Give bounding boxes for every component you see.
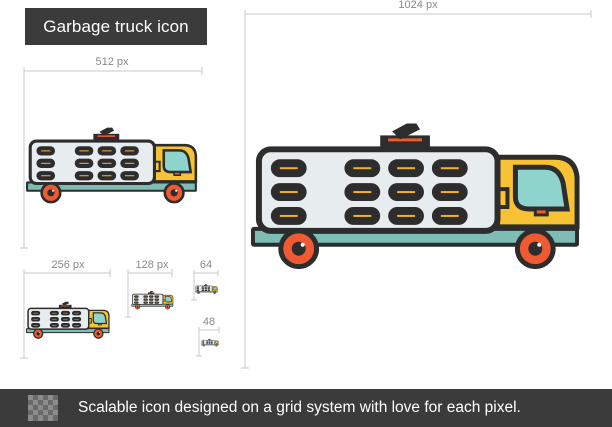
garbage-truck-icon-1024 [247,108,585,298]
garbage-truck-icon-128 [131,289,174,313]
size-label-1024: 1024 px [398,0,438,11]
page-title: Garbage truck icon [25,8,207,45]
footer-tagline: Scalable icon designed on a grid system … [78,399,521,416]
size-label-256: 256 px [51,259,85,271]
garbage-truck-icon-256 [25,297,111,347]
footer-bar: Scalable icon designed on a grid system … [0,389,612,427]
garbage-truck-icon-512 [24,124,200,214]
garbage-truck-icon-64 [195,283,218,296]
size-label-128: 128 px [135,259,169,271]
size-label-48: 48 [202,316,216,328]
pixel-grid-icon [28,395,58,421]
page-title-text: Garbage truck icon [43,16,189,36]
size-label-64: 64 [199,259,213,271]
size-label-512: 512 px [95,56,129,68]
garbage-truck-icon-48 [201,338,219,348]
